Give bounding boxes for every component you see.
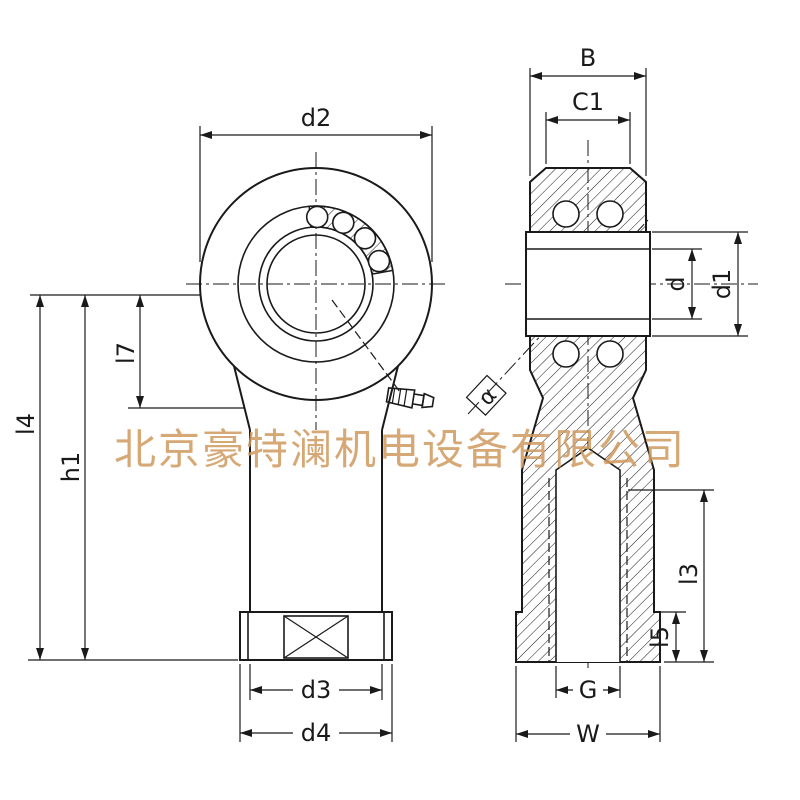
dim-label-l3: l3 <box>675 563 703 585</box>
dim-label-l5: l5 <box>646 626 674 648</box>
dim-label-B: B <box>580 44 596 72</box>
front-view <box>186 152 446 661</box>
housing-top-section <box>529 167 647 233</box>
dim-label-d2: d2 <box>301 104 332 132</box>
flange-front <box>239 611 393 661</box>
wrench-flat-marker <box>283 615 349 659</box>
shank-front <box>233 365 399 661</box>
alpha-angle-marker: α <box>465 374 507 417</box>
grease-fitting <box>385 387 435 409</box>
dim-label-alpha: α <box>474 383 502 411</box>
dim-label-W: W <box>576 720 600 748</box>
bore-circle <box>266 234 366 334</box>
dim-label-l7: l7 <box>112 342 140 364</box>
grease-passage-line <box>331 299 401 393</box>
head-outer-circle <box>199 167 433 401</box>
dimensions: d2 l4 h1 l7 d3 d4 B C1 <box>12 44 748 748</box>
dim-label-d4: d4 <box>301 719 332 747</box>
inner-ring-section <box>525 231 651 337</box>
dim-label-d1: d1 <box>708 269 736 300</box>
threaded-hole <box>555 447 621 662</box>
dim-label-G: G <box>579 676 598 704</box>
side-view: α <box>465 140 758 668</box>
dim-label-d3: d3 <box>301 676 332 704</box>
bearing-balls-front <box>305 205 391 273</box>
bearing-balls-side <box>552 200 624 368</box>
dim-label-d: d <box>662 276 690 291</box>
dim-label-h1: h1 <box>57 452 85 482</box>
dim-label-C1: C1 <box>572 88 604 116</box>
dim-label-l4: l4 <box>12 413 40 435</box>
